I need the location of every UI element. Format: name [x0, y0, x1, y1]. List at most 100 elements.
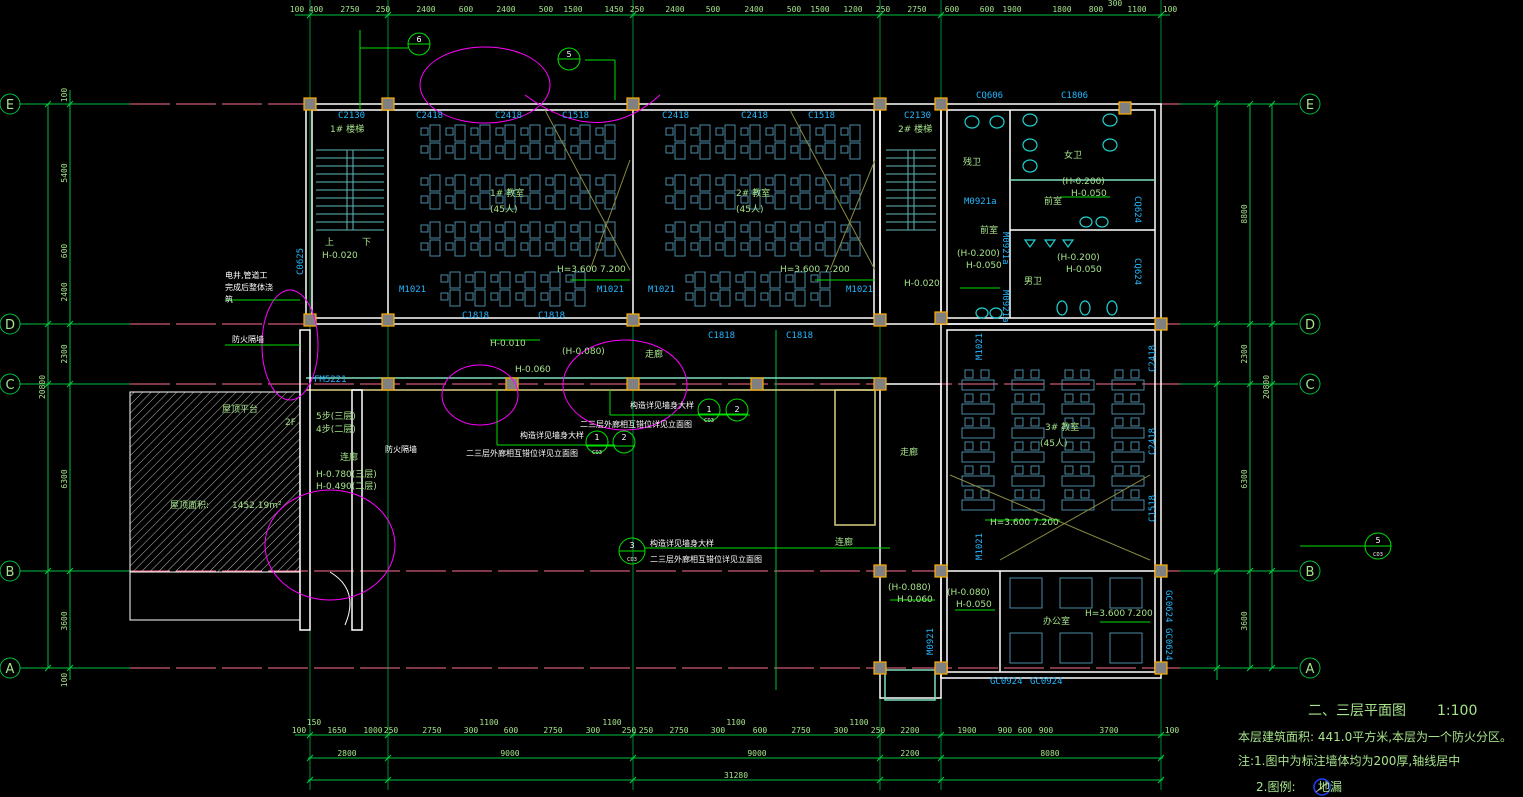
room-terrace: 屋顶平台 — [222, 403, 258, 415]
chair — [545, 177, 554, 186]
chair — [980, 465, 990, 475]
dim-tick — [937, 754, 945, 762]
dim-tick — [66, 100, 74, 108]
tag-m1021-c: M1021 — [648, 285, 675, 295]
steps-2f: 4步(二层) — [316, 424, 356, 435]
desk — [724, 239, 736, 257]
level: (H-0.200) — [1062, 177, 1105, 187]
level: H-0.020 — [904, 279, 940, 289]
dim-tick — [1157, 776, 1165, 784]
dim-top: 1100 — [1127, 5, 1146, 14]
roof-area-value: 1452.19m² — [232, 501, 282, 511]
desk — [749, 142, 761, 160]
chair — [1130, 441, 1140, 451]
chair — [765, 127, 774, 136]
chair — [520, 177, 529, 186]
dim-bottom: 1900 — [957, 726, 976, 735]
dim-tick — [1268, 320, 1276, 328]
tag-c2418-e: C2418 — [1148, 345, 1158, 372]
chair — [690, 242, 699, 251]
dim-bottom: 600 — [753, 726, 768, 735]
room-class3-capacity: (45人) — [1040, 438, 1067, 449]
chair — [495, 145, 504, 154]
room-labels: 1# 楼梯 2# 楼梯 1# 教室 (45人) 2# 教室 (45人) 3# 教… — [170, 123, 1082, 627]
chair — [715, 195, 724, 204]
desk — [1011, 403, 1045, 415]
tag-c1518-a: C1518 — [562, 111, 589, 121]
dim-top: 1900 — [1002, 5, 1021, 14]
dim-tick — [384, 731, 392, 739]
desk — [674, 221, 686, 239]
desk — [604, 239, 616, 257]
squat-toilet-icon — [1106, 300, 1118, 316]
dim-tick — [1246, 567, 1254, 575]
dim-tick — [66, 567, 74, 575]
desk — [724, 221, 736, 239]
axis-label: E — [1306, 98, 1314, 113]
chair — [980, 417, 990, 427]
chair — [545, 195, 554, 204]
room-class1: 1# 教室 — [490, 187, 524, 199]
desk — [554, 124, 566, 142]
dim-right: 8800 — [1240, 204, 1249, 223]
chair — [735, 292, 744, 301]
dim-right: 6300 — [1240, 469, 1249, 488]
chair — [790, 145, 799, 154]
dimension-ticks — [44, 11, 1276, 784]
chair — [1064, 441, 1074, 451]
tag-c1806: C1806 — [1061, 91, 1088, 101]
level: H=3.600 — [990, 518, 1030, 528]
dim-top: 2400 — [416, 5, 435, 14]
sink-icon — [989, 307, 1003, 319]
chair — [495, 195, 504, 204]
desk — [1011, 499, 1045, 511]
level-marks: H-0.020 H-0.020 H-0.010 H=3.600 7.200 H=… — [316, 177, 1153, 619]
dim-bottom: 1000 — [363, 726, 382, 735]
chair — [1114, 465, 1124, 475]
tag-m0921-a: M0921a — [964, 197, 997, 207]
stair-handrail — [346, 149, 354, 231]
dim-bottom-sub: 9000 — [747, 749, 766, 758]
chair — [420, 195, 429, 204]
dim-top: 2400 — [744, 5, 763, 14]
callout-number: 5 — [566, 50, 571, 59]
chair — [1130, 393, 1140, 403]
dim-top: 600 — [945, 5, 960, 14]
chair — [790, 242, 799, 251]
desk — [769, 289, 781, 307]
office-desk — [1059, 632, 1093, 664]
dim-bottom: 1650 — [327, 726, 346, 735]
chair — [1014, 417, 1024, 427]
axis-bubble — [1299, 93, 1321, 115]
tag-gc0924-b: GC0924 — [1030, 677, 1063, 687]
chair — [1014, 369, 1024, 379]
chair — [445, 242, 454, 251]
toilet-icon — [1102, 113, 1118, 127]
room-corridor-2: 走廊 — [900, 446, 918, 458]
chair — [690, 145, 699, 154]
callout-number: 1 — [594, 433, 599, 442]
tag-c0625: C0625 — [296, 248, 306, 275]
chair — [495, 242, 504, 251]
chair — [420, 145, 429, 154]
dim-top: 2750 — [340, 5, 359, 14]
column — [303, 313, 317, 327]
chair — [980, 393, 990, 403]
toilet-icon — [964, 115, 980, 129]
floor-drain-icon — [1313, 778, 1331, 796]
chair — [595, 145, 604, 154]
desk — [724, 192, 736, 210]
chair — [1030, 465, 1040, 475]
callout-sheet: C03 — [704, 418, 714, 424]
desk — [794, 271, 806, 289]
chair — [740, 127, 749, 136]
chair — [1030, 393, 1040, 403]
chair — [1030, 369, 1040, 379]
chair — [470, 177, 479, 186]
chair — [1130, 489, 1140, 499]
legend-floor-drain: 地漏 — [1318, 780, 1342, 794]
toilet-icon — [989, 115, 1005, 129]
dim-left: 100 — [60, 673, 69, 688]
chair — [740, 224, 749, 233]
fire-wall-label-2: 防火隔墙 — [385, 444, 417, 454]
